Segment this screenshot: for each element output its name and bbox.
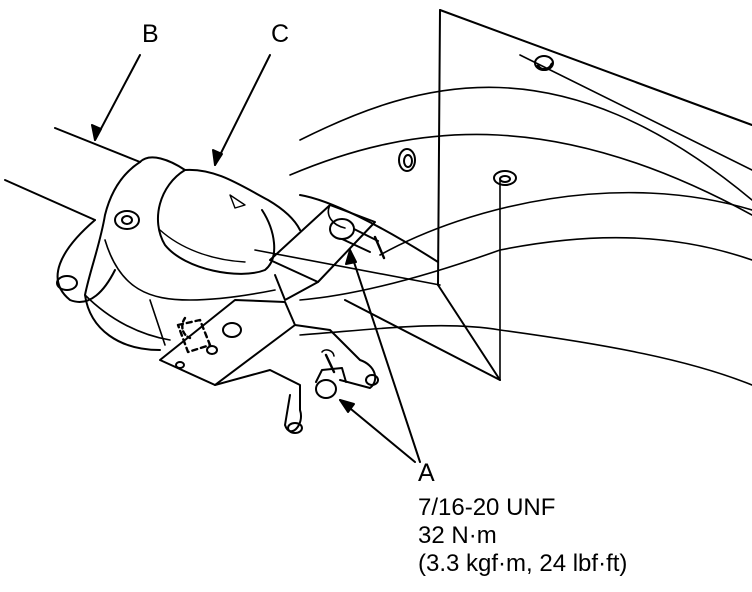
frame-body-panel <box>254 9 752 386</box>
bolt-a-lower <box>315 349 347 399</box>
leader-c <box>214 54 271 166</box>
callout-b: B <box>142 20 159 48</box>
thread-spec: 7/16-20 UNF <box>418 494 556 521</box>
frame-hole-upper <box>534 55 554 71</box>
callout-a: A <box>418 459 435 487</box>
frame-hole-right <box>493 170 517 186</box>
torque-spec-alternate: (3.3 kgf·m, 24 lbf·ft) <box>418 550 628 577</box>
torque-spec-nm: 32 N·m <box>418 522 497 549</box>
leader-b <box>94 54 141 141</box>
gearbox-housing <box>56 156 301 351</box>
bolt-a-upper <box>329 218 386 260</box>
leader-a-lower <box>339 399 416 463</box>
shaft-b <box>4 127 141 221</box>
frame-hole-middle <box>398 148 416 172</box>
callout-c: C <box>271 20 290 48</box>
lower-bracket <box>159 299 379 434</box>
leader-a-upper <box>349 249 421 463</box>
upper-bracket <box>269 204 376 301</box>
leader-lines <box>91 54 421 463</box>
